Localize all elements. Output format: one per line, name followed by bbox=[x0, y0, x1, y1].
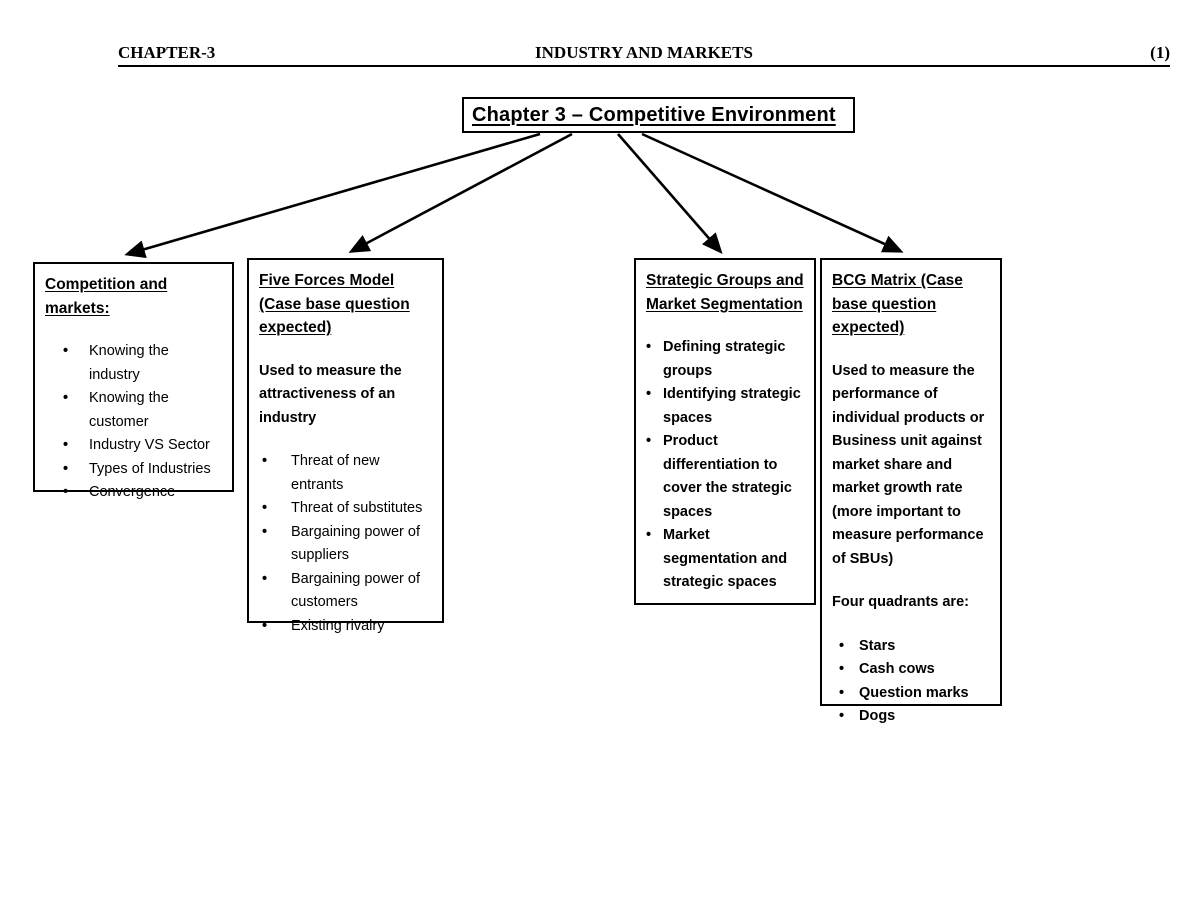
arrow-title-to-strategic-groups bbox=[617, 133, 723, 254]
bullet-list: Defining strategic groupsIdentifying str… bbox=[646, 336, 804, 595]
node-strategic-groups: Strategic Groups and Market Segmentation… bbox=[634, 258, 816, 605]
node-five-forces-model: Five Forces Model (Case base question ex… bbox=[247, 258, 444, 638]
bullet-item: Cash cows bbox=[832, 658, 990, 682]
bullet-item: Threat of substitutes bbox=[259, 497, 432, 521]
node-heading: Strategic Groups and Market Segmentation bbox=[646, 272, 804, 313]
node-heading: Five Forces Model (Case base question ex… bbox=[259, 272, 410, 336]
bullet-item: Knowing the industry bbox=[45, 340, 222, 387]
bullet-item: Defining strategic groups bbox=[646, 336, 804, 383]
node-intro: Used to measure the performance of indiv… bbox=[832, 362, 985, 567]
bullet-item: Dogs bbox=[832, 705, 990, 729]
header-title: INDUSTRY AND MARKETS bbox=[535, 43, 753, 62]
bullet-item: Types of Industries bbox=[45, 458, 222, 482]
bullet-list: Knowing the industryKnowing the customer… bbox=[45, 340, 222, 505]
bullet-item: Convergence bbox=[45, 481, 222, 505]
bullet-item: Product differentiation to cover the str… bbox=[646, 430, 804, 524]
node-competition-and-markets: Competition and markets: Knowing the ind… bbox=[33, 262, 234, 504]
chapter-title-text: Chapter 3 – Competitive Environment bbox=[472, 103, 836, 126]
bullet-list: Threat of new entrantsThreat of substitu… bbox=[259, 450, 432, 638]
node-heading: BCG Matrix (Case base question expected) bbox=[832, 272, 963, 336]
node-intro: Used to measure the attractiveness of an… bbox=[259, 362, 402, 426]
bullet-item: Identifying strategic spaces bbox=[646, 383, 804, 430]
bullet-item: Market segmentation and strategic spaces bbox=[646, 524, 804, 595]
arrow-title-to-bcg-matrix bbox=[641, 132, 904, 253]
node-bcg-matrix: BCG Matrix (Case base question expected)… bbox=[820, 258, 1002, 728]
node-heading: Competition and markets: bbox=[45, 276, 168, 317]
header-page-number: (1) bbox=[1150, 43, 1170, 62]
bullet-list: StarsCash cowsQuestion marksDogs bbox=[832, 635, 990, 729]
arrow-title-to-competition bbox=[124, 132, 541, 259]
page-header: CHAPTER-3 INDUSTRY AND MARKETS (1) bbox=[118, 36, 1170, 67]
bullet-item: Bargaining power of customers bbox=[259, 568, 432, 615]
bullet-item: Bargaining power of suppliers bbox=[259, 521, 432, 568]
bullet-item: Existing rivalry bbox=[259, 615, 432, 639]
arrow-title-to-five-forces bbox=[348, 132, 573, 253]
bullet-item: Knowing the customer bbox=[45, 387, 222, 434]
node-subheading: Four quadrants are: bbox=[832, 594, 969, 610]
bullet-item: Stars bbox=[832, 635, 990, 659]
chapter-title-box: Chapter 3 – Competitive Environment bbox=[462, 97, 855, 133]
bullet-item: Question marks bbox=[832, 682, 990, 706]
header-chapter-label: CHAPTER-3 bbox=[118, 43, 216, 62]
bullet-item: Threat of new entrants bbox=[259, 450, 432, 497]
bullet-item: Industry VS Sector bbox=[45, 434, 222, 458]
